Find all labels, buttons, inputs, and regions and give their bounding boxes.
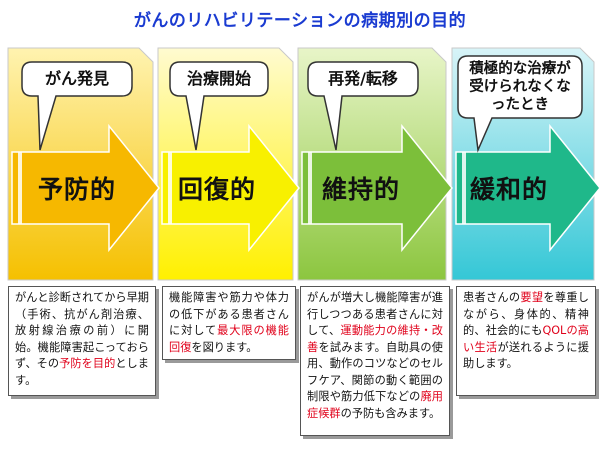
speech-bubble (307, 61, 419, 151)
phase-arrow (455, 123, 600, 253)
highlighted-text: 要望 (520, 291, 544, 304)
highlighted-text: 廃用症候群 (307, 390, 443, 420)
arrow-label: 予防的 (38, 175, 117, 204)
highlighted-text: 最大限の機能回復 (169, 324, 289, 354)
description-text: を尊重しながら、身体的、精神的、社会的にも (463, 291, 589, 337)
bubble-text: 再発/転移 (328, 69, 398, 88)
phase-arrow (301, 123, 453, 253)
description-text: 機能障害や筋力や体力の低下がある患者さんに対して (169, 291, 289, 337)
description-text: を試みます。自助具の使用、動作のコツなどのセルフケア、関節の動く範囲の制限や筋力… (307, 340, 443, 404)
bubble-text: 積極的な治療が受けられなくなったとき (469, 61, 571, 113)
arrow-label: 回復的 (178, 175, 257, 204)
arrow-stripe (168, 152, 172, 224)
highlighted-text: QOLの高い生活 (463, 324, 589, 354)
phase-arrow (11, 123, 160, 253)
highlighted-text: 運動能力の維持・改善 (307, 324, 443, 354)
description-text: を図ります。 (191, 340, 258, 354)
description-text: 患者さんの (463, 291, 521, 304)
arrow-label: 維持的 (322, 175, 401, 204)
description-text: がんが増大し機能障害が進行しつつある患者さんに対して、 (307, 291, 443, 337)
description-text: の予防も含みます。 (340, 406, 441, 420)
arrow-stripe (462, 152, 466, 224)
page-title: がんのリハビリテーションの病期別の目的 (133, 11, 467, 31)
speech-bubble (21, 61, 133, 151)
speech-bubble (457, 55, 583, 153)
phase-description: がんと診断されてから早期（手術、抗がん剤治療、放射線治療の前）に開始。機能障害起… (8, 286, 156, 396)
description-text: がんと診断されてから早期（手術、抗がん剤治療、放射線治療の前）に開始。機能障害起… (15, 291, 149, 370)
phase-arrow (161, 123, 300, 253)
arrow-label: 緩和的 (470, 175, 549, 204)
speech-bubble (169, 61, 269, 151)
description-text: とします。 (15, 357, 149, 387)
description-text: が送れるように援助します。 (463, 340, 589, 371)
arrow-stripe (308, 152, 312, 224)
arrow-stripe (18, 152, 22, 224)
phase-description: 患者さんの要望を尊重しながら、身体的、精神的、社会的にもQOLの高い生活が送れる… (456, 286, 596, 396)
bubble-text: がん発見 (44, 69, 109, 88)
bubble-text: 治療開始 (186, 69, 251, 88)
phase-description: がんが増大し機能障害が進行しつつある患者さんに対して、運動能力の維持・改善を試み… (300, 286, 450, 436)
phase-description: 機能障害や筋力や体力の低下がある患者さんに対して最大限の機能回復を図ります。 (162, 286, 296, 360)
highlighted-text: 予防を目的 (59, 357, 116, 370)
